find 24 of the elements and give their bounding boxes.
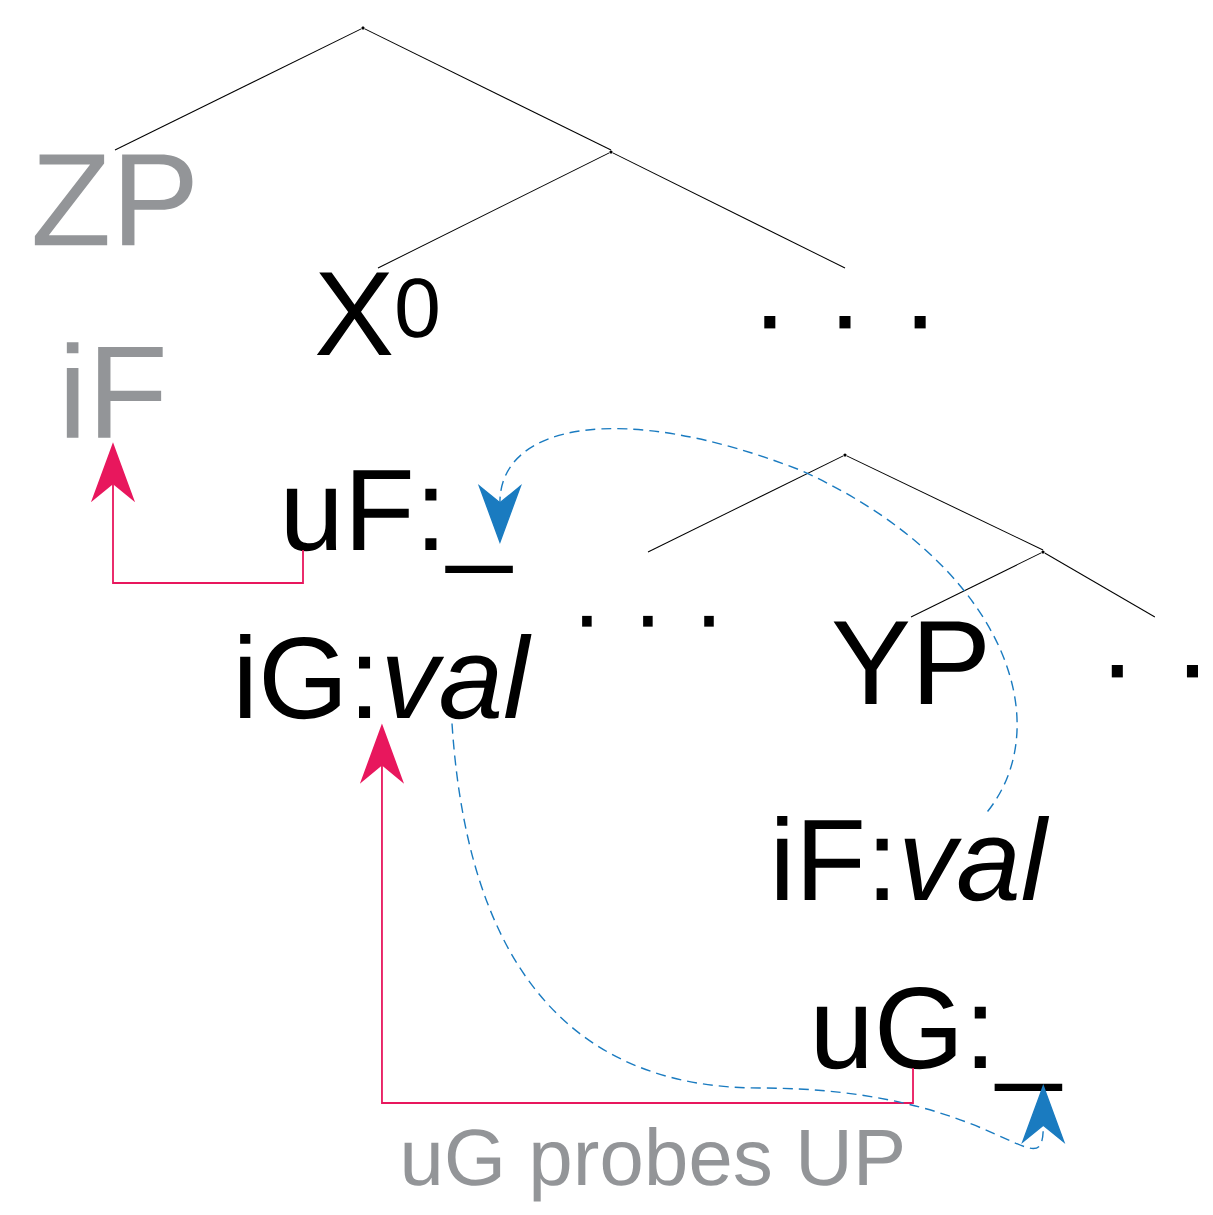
category-label: X$^{0}$ [316, 272, 438, 355]
tree-branch [647, 455, 844, 553]
tree-branch [114, 28, 362, 151]
category-label: YP [833, 621, 985, 704]
feature-label: iG:val [240, 633, 532, 720]
ellipsis: . . . [764, 316, 926, 329]
branch-point [361, 26, 365, 30]
category-label: ZP [34, 154, 193, 246]
tree-branch [612, 152, 846, 269]
ellipsis: · · · [582, 615, 714, 627]
tree-branch [846, 455, 1044, 551]
feature-label: iF [66, 342, 163, 438]
tree-branch [910, 552, 1042, 618]
annotation: uG probes UP [404, 1127, 902, 1202]
feature-label: uF:_ [286, 470, 513, 574]
feature-label: iF:val [777, 815, 1050, 902]
tree-branch [364, 28, 612, 151]
feature-label: uG:_ [816, 987, 1063, 1092]
tree-branch [377, 152, 610, 269]
ellipsis: . . [1111, 665, 1198, 678]
tree-branch [1044, 552, 1156, 618]
branch-point [1041, 550, 1045, 554]
branch-point [843, 453, 847, 457]
branch-point [609, 150, 613, 154]
